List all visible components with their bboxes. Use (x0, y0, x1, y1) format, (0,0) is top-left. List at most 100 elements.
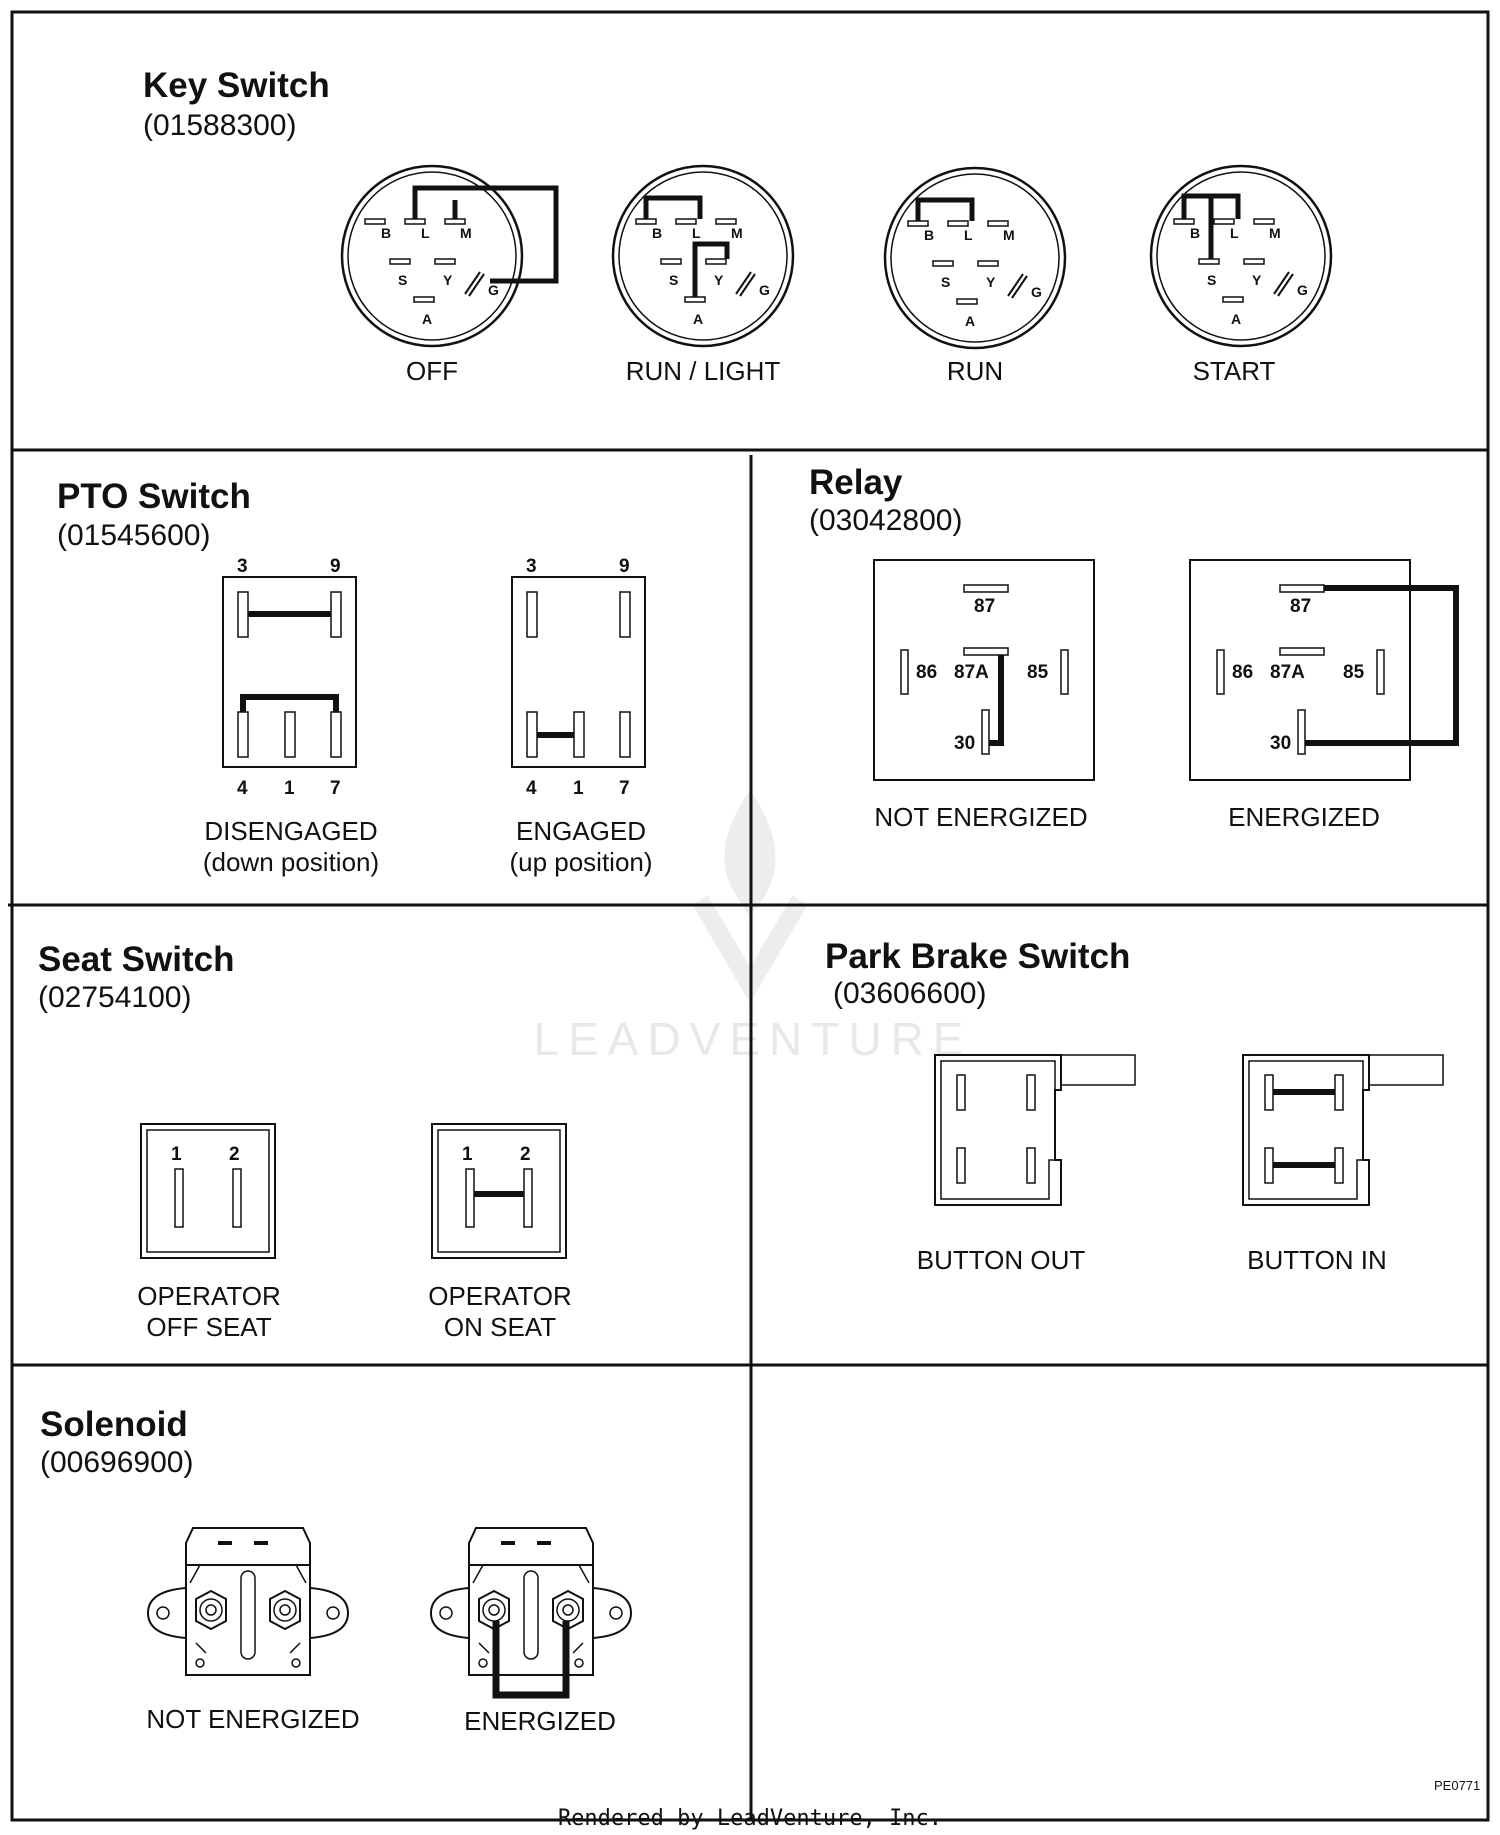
svg-text:L: L (1230, 225, 1239, 241)
solenoid-section: Solenoid (00696900) NOT ENERGIZED ENERGI… (40, 1405, 632, 1736)
svg-text:7: 7 (330, 778, 341, 799)
seat-switch-on-seat: 1 2 (431, 1123, 567, 1259)
key-switch-section: Key Switch (01588300) B L M S Y G A OFF … (143, 66, 1333, 386)
svg-text:G: G (1297, 282, 1308, 298)
svg-text:G: G (488, 282, 499, 298)
svg-text:87: 87 (974, 596, 995, 617)
svg-text:1: 1 (171, 1144, 182, 1165)
svg-text:30: 30 (1270, 733, 1291, 754)
svg-text:M: M (460, 225, 472, 241)
svg-text:86: 86 (916, 662, 937, 683)
svg-text:A: A (965, 313, 975, 329)
svg-text:B: B (381, 225, 391, 241)
pto-switch-engaged: 3 9 4 1 7 (511, 556, 646, 799)
relay-state-not-energized: NOT ENERGIZED (874, 802, 1087, 832)
svg-text:85: 85 (1343, 662, 1365, 683)
svg-text:2: 2 (520, 1144, 531, 1165)
svg-text:87: 87 (1290, 596, 1311, 617)
relay-not-energized: 87 86 87A 85 30 (873, 559, 1095, 781)
svg-text:1: 1 (462, 1144, 473, 1165)
park-brake-button-in (1242, 1054, 1444, 1206)
key-switch-run: B L M S Y G A (883, 166, 1067, 350)
svg-text:85: 85 (1027, 662, 1049, 683)
svg-text:Y: Y (1252, 272, 1262, 288)
svg-text:S: S (398, 272, 407, 288)
svg-text:A: A (693, 311, 703, 327)
seat-state-on-line1: OPERATOR (428, 1281, 572, 1311)
relay-part-number: (03042800) (809, 504, 962, 537)
svg-text:1: 1 (284, 778, 295, 799)
key-switch-run-light: B L M S Y G A (611, 164, 795, 348)
svg-text:9: 9 (330, 556, 341, 577)
solenoid-state-not-energized: NOT ENERGIZED (146, 1704, 359, 1734)
park-brake-state-out: BUTTON OUT (917, 1245, 1086, 1275)
key-switch-state-run: RUN (947, 356, 1003, 386)
seat-state-off-line1: OPERATOR (137, 1281, 281, 1311)
svg-text:M: M (1269, 225, 1281, 241)
solenoid-energized (430, 1527, 632, 1699)
svg-text:3: 3 (237, 556, 248, 577)
pto-switch-part-number: (01545600) (57, 519, 210, 552)
svg-text:7: 7 (619, 778, 630, 799)
svg-text:G: G (759, 282, 770, 298)
footer-credit: Rendered by LeadVenture, Inc. (558, 1806, 942, 1831)
svg-text:9: 9 (619, 556, 630, 577)
park-brake-section: Park Brake Switch (03606600) BUTTON OUT … (825, 937, 1444, 1275)
key-switch-title: Key Switch (143, 66, 330, 105)
svg-text:A: A (422, 311, 432, 327)
svg-text:B: B (652, 225, 662, 241)
seat-switch-part-number: (02754100) (38, 981, 191, 1014)
solenoid-not-energized (147, 1527, 349, 1676)
relay-state-energized: ENERGIZED (1228, 802, 1380, 832)
svg-text:87A: 87A (1270, 662, 1305, 683)
park-brake-state-in: BUTTON IN (1247, 1245, 1387, 1275)
key-switch-state-off: OFF (406, 356, 458, 386)
pto-state-disengaged: DISENGAGED (204, 816, 377, 846)
svg-text:G: G (1031, 284, 1042, 300)
svg-text:L: L (692, 225, 701, 241)
solenoid-title: Solenoid (40, 1405, 188, 1444)
park-brake-title: Park Brake Switch (825, 937, 1130, 976)
seat-state-off-line2: OFF SEAT (146, 1312, 271, 1342)
pto-state-disengaged-sub: (down position) (203, 847, 379, 877)
svg-text:4: 4 (237, 778, 248, 799)
svg-text:Y: Y (443, 272, 453, 288)
park-brake-button-out (934, 1054, 1136, 1206)
relay-title: Relay (809, 463, 903, 502)
svg-text:S: S (669, 272, 678, 288)
pto-switch-disengaged: 3 9 4 1 7 (222, 556, 357, 799)
svg-text:M: M (1003, 227, 1015, 243)
svg-text:L: L (421, 225, 430, 241)
svg-text:Y: Y (714, 272, 724, 288)
key-switch-state-start: START (1193, 356, 1276, 386)
seat-switch-section: Seat Switch (02754100) 1 2 OPERATOR OFF … (38, 940, 572, 1342)
figure-code: PE0771 (1434, 1778, 1480, 1793)
svg-text:B: B (924, 227, 934, 243)
seat-switch-off-seat: 1 2 (140, 1123, 276, 1259)
solenoid-part-number: (00696900) (40, 1446, 193, 1479)
relay-section: Relay (03042800) 87 86 87A 85 30 NOT ENE… (809, 463, 1459, 832)
relay-energized: 87 86 87A 85 30 (1189, 559, 1459, 781)
key-switch-off: B L M S Y G A (340, 164, 559, 348)
key-switch-start: B L M S Y G A (1149, 164, 1333, 348)
svg-text:3: 3 (526, 556, 537, 577)
svg-text:87A: 87A (954, 662, 989, 683)
svg-text:B: B (1190, 225, 1200, 241)
svg-text:A: A (1231, 311, 1241, 327)
park-brake-part-number: (03606600) (833, 977, 986, 1010)
svg-text:30: 30 (954, 733, 975, 754)
svg-text:1: 1 (573, 778, 584, 799)
svg-text:2: 2 (229, 1144, 240, 1165)
pto-state-engaged-sub: (up position) (509, 847, 652, 877)
seat-switch-title: Seat Switch (38, 940, 234, 979)
svg-text:Y: Y (986, 274, 996, 290)
svg-text:S: S (1207, 272, 1216, 288)
pto-state-engaged: ENGAGED (516, 816, 646, 846)
svg-text:M: M (731, 225, 743, 241)
pto-switch-title: PTO Switch (57, 477, 251, 516)
key-switch-part-number: (01588300) (143, 109, 296, 142)
solenoid-state-energized: ENERGIZED (464, 1706, 616, 1736)
svg-text:4: 4 (526, 778, 537, 799)
panel-frame (8, 10, 1490, 1822)
